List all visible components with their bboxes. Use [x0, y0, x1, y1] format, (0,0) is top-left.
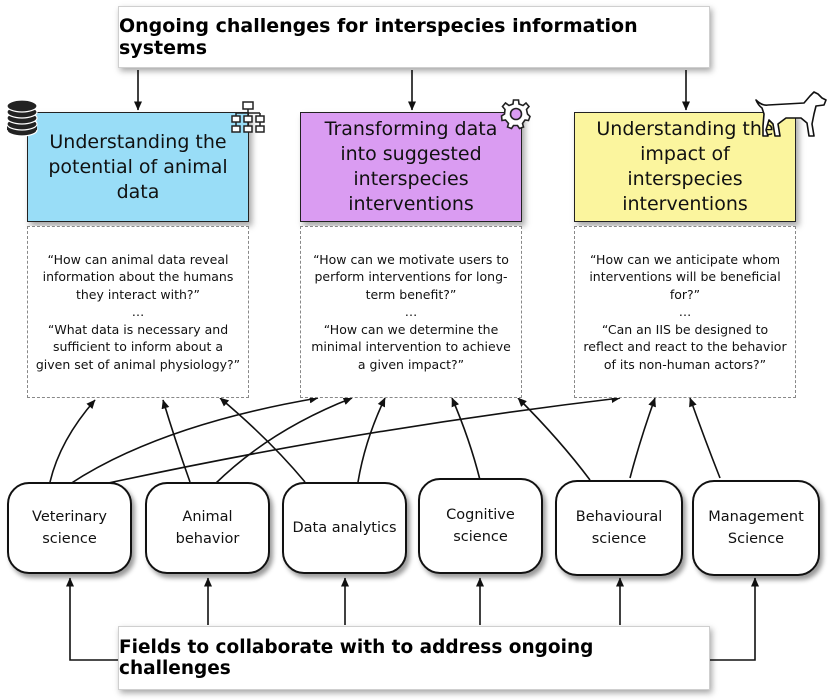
arrow-bottom-to-management — [705, 577, 759, 661]
fields-banner: Fields to collaborate with to address on… — [118, 626, 710, 690]
question-separator: … — [131, 304, 145, 320]
challenge-card-impact: Understanding the impact of interspecies… — [574, 112, 796, 222]
arrow-veterinary-to-q3 — [94, 395, 621, 487]
field-label: Data analytics — [292, 520, 397, 536]
question-text: “How can we motivate users to perform in… — [313, 251, 509, 302]
field-management-science: Management Science — [692, 480, 820, 576]
fields-banner-title: Fields to collaborate with to address on… — [119, 637, 594, 679]
arrow-animal-behavior-to-q1 — [161, 399, 191, 483]
question-box-animal-data: “How can animal data reveal information … — [27, 226, 249, 398]
challenge-title: Transforming data into suggested intersp… — [324, 118, 498, 215]
challenges-banner: Ongoing challenges for interspecies info… — [118, 6, 710, 68]
arrow-data-analytics-to-q2 — [357, 397, 386, 483]
question-text: “How can we anticipate whom intervention… — [589, 251, 781, 302]
arrow-cognitive-to-q2 — [451, 397, 481, 481]
field-label: Veterinary science — [32, 509, 107, 547]
arrow-behavioural-to-q2 — [517, 397, 591, 481]
question-text: “What data is necessary and sufficient t… — [35, 321, 241, 372]
arrow-management-to-q3 — [689, 397, 721, 479]
field-behavioural-science: Behavioural science — [555, 480, 683, 576]
arrow-veterinary-to-q2 — [69, 395, 319, 485]
field-veterinary-science: Veterinary science — [7, 482, 132, 574]
question-text: “How can animal data reveal information … — [42, 251, 234, 302]
dog-icon — [755, 91, 827, 137]
field-label: Cognitive science — [446, 507, 515, 545]
question-separator: … — [404, 304, 418, 320]
field-animal-behavior: Animal behavior — [145, 482, 270, 574]
question-separator: … — [678, 304, 692, 320]
challenges-banner-title: Ongoing challenges for interspecies info… — [119, 15, 638, 59]
field-cognitive-science: Cognitive science — [418, 478, 543, 574]
field-label: Management Science — [708, 509, 804, 547]
arrow-animal-behavior-to-q2 — [214, 397, 353, 485]
question-box-impact: “How can we anticipate whom intervention… — [574, 226, 796, 398]
arrow-data-analytics-to-q1 — [219, 397, 306, 483]
field-label: Behavioural science — [575, 509, 663, 547]
database-icon — [6, 99, 38, 137]
challenge-title: Understanding the potential of animal da… — [48, 130, 228, 203]
hierarchy-icon — [231, 101, 265, 133]
arrow-bottom-to-veterinary — [66, 577, 125, 661]
question-text: “Can an IIS be designed to reflect and r… — [583, 321, 787, 372]
arrow-behavioural-to-q3 — [629, 397, 656, 479]
question-box-interventions: “How can we motivate users to perform in… — [300, 226, 522, 398]
challenge-card-animal-data: Understanding the potential of animal da… — [27, 112, 249, 222]
field-data-analytics: Data analytics — [282, 482, 407, 574]
challenge-card-interventions: Transforming data into suggested intersp… — [300, 112, 522, 222]
gear-icon — [500, 99, 531, 130]
arrow-veterinary-to-q1 — [49, 399, 96, 483]
field-label: Animal behavior — [175, 509, 240, 547]
question-text: “How can we determine the minimal interv… — [311, 321, 511, 372]
challenge-title: Understanding the impact of interspecies… — [596, 118, 774, 215]
